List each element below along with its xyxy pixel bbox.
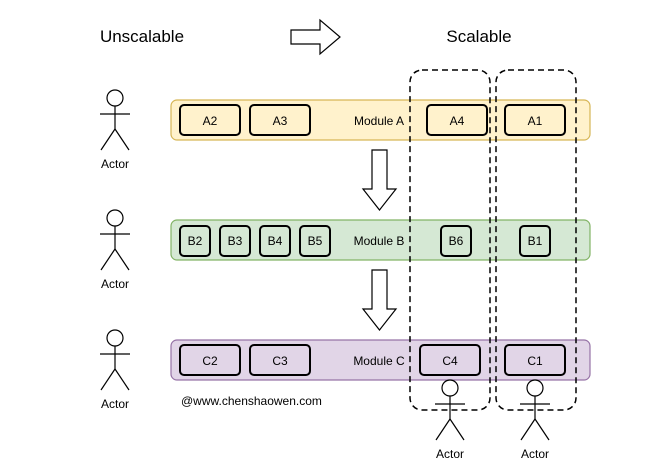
component-box — [519, 225, 551, 257]
component-label: C2 — [202, 354, 218, 368]
stick-figure-icon — [100, 209, 130, 271]
component-box — [179, 344, 241, 376]
component-label: C3 — [272, 354, 288, 368]
component-label: B5 — [308, 234, 323, 248]
actor-label: Actor — [436, 447, 464, 461]
component-label: A1 — [528, 114, 543, 128]
module-a-label: Module A — [354, 114, 404, 128]
component-label: B3 — [228, 234, 243, 248]
scalable-column-dashed-box — [409, 69, 491, 411]
module-c-label: Module C — [353, 354, 405, 368]
component-label: A3 — [273, 114, 288, 128]
component-box — [249, 344, 311, 376]
stick-figure-icon — [100, 89, 130, 151]
component-box — [259, 225, 291, 257]
actor-label: Actor — [101, 157, 129, 171]
component-box — [504, 104, 566, 136]
stick-figure-icon — [435, 379, 465, 441]
component-label: B4 — [268, 234, 283, 248]
component-label: A4 — [450, 114, 465, 128]
component-box — [440, 225, 472, 257]
hollow-arrow-down-icon — [361, 149, 398, 211]
component-box — [219, 225, 251, 257]
component-box — [249, 104, 311, 136]
scalable-column-dashed-box — [495, 69, 577, 411]
hollow-arrow-right-icon — [290, 18, 341, 56]
component-label: B6 — [449, 234, 464, 248]
component-box — [426, 104, 488, 136]
component-label: B1 — [528, 234, 543, 248]
actor-label: Actor — [521, 447, 549, 461]
component-label: C1 — [527, 354, 543, 368]
component-label: B2 — [188, 234, 203, 248]
heading-unscalable: Unscalable — [100, 27, 184, 46]
module-b-label: Module B — [354, 234, 405, 248]
heading-scalable: Scalable — [446, 27, 511, 46]
component-label: A2 — [203, 114, 218, 128]
actor-label: Actor — [101, 397, 129, 411]
hollow-arrow-down-icon — [361, 269, 398, 331]
watermark: @www.chenshaowen.com — [181, 394, 322, 408]
stick-figure-icon — [520, 379, 550, 441]
component-box — [179, 225, 211, 257]
component-box — [299, 225, 331, 257]
component-box — [419, 344, 481, 376]
component-label: C4 — [442, 354, 458, 368]
component-box — [504, 344, 566, 376]
component-box — [179, 104, 241, 136]
actor-label: Actor — [101, 277, 129, 291]
stick-figure-icon — [100, 329, 130, 391]
